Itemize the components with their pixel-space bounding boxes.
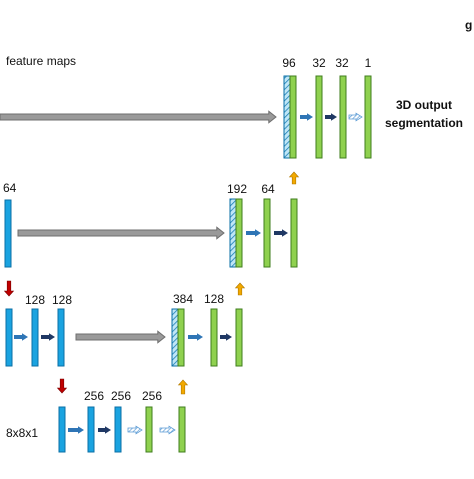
l2-bar-out <box>290 198 298 268</box>
l4-conv-arrow-4 <box>159 425 176 435</box>
l3-label-384: 384 <box>172 292 194 306</box>
l3-label-128c: 128 <box>203 292 225 306</box>
l4-conv-arrow-2 <box>98 426 111 434</box>
l2-encoder-bar <box>4 199 12 268</box>
l2-bar-64 <box>263 198 271 268</box>
l2-downsample-arrow <box>3 280 15 297</box>
l2-conv-arrow-1 <box>246 229 261 237</box>
l2-bar-192 <box>235 198 243 268</box>
l1-final-conv-arrow <box>348 112 363 122</box>
l2-conv-arrow-2 <box>274 229 288 237</box>
output-label-line2: segmentation <box>385 116 464 130</box>
l2-upsample-arrow <box>288 171 300 185</box>
l4-upsample-arrow <box>177 379 189 395</box>
l1-conv-arrow-1 <box>300 113 313 121</box>
l4-conv-arrow-1 <box>68 426 84 434</box>
output-label-line1: 3D output <box>396 98 452 112</box>
l1-bar-1 <box>364 75 372 159</box>
l4-label-256a: 256 <box>83 389 105 403</box>
l4-label-256c: 256 <box>141 389 163 403</box>
l2-concat-bar <box>229 198 237 268</box>
l1-conv-arrow-2 <box>325 113 337 121</box>
l1-label-1: 1 <box>364 56 372 70</box>
l1-bar-32a <box>315 75 323 159</box>
l4-conv-arrow-3 <box>127 425 143 435</box>
l4-label-256b: 256 <box>110 389 132 403</box>
l4-bar-out <box>178 406 186 453</box>
l2-label-64: 64 <box>3 181 17 195</box>
l3-conv-arrow-2 <box>41 333 55 341</box>
l3-concat-bar <box>171 308 179 367</box>
l3-bar-128c <box>210 308 218 367</box>
l1-bar-32b <box>339 75 347 159</box>
l3-label-128b: 128 <box>51 293 73 307</box>
l3-downsample-arrow <box>56 378 68 394</box>
l3-conv-arrow-3 <box>188 333 203 341</box>
l3-bar-128a <box>31 308 39 367</box>
l3-bar-384 <box>177 308 185 367</box>
l4-bar-input <box>58 406 66 453</box>
l2-label-64b: 64 <box>261 182 275 196</box>
l2-label-192: 192 <box>226 182 248 196</box>
l3-skip-connection-arrow <box>75 330 166 344</box>
top-right-letter: g <box>465 18 473 32</box>
l3-label-128a: 128 <box>24 293 46 307</box>
l3-upsample-arrow <box>234 282 246 296</box>
l4-bar-256a <box>87 406 95 453</box>
feature-maps-label: feature maps <box>6 54 77 68</box>
l1-label-96: 96 <box>282 56 296 70</box>
l3-bar-out <box>235 308 243 367</box>
l1-bar-96 <box>289 75 297 159</box>
l3-bar-128b <box>57 308 65 367</box>
l3-conv-arrow-4 <box>220 333 232 341</box>
size-label: 8x8x1 <box>6 426 39 440</box>
l2-skip-connection-arrow <box>17 226 225 240</box>
l4-bar-256c <box>145 406 153 453</box>
l3-conv-arrow-1 <box>14 333 28 341</box>
l1-label-32b: 32 <box>335 56 349 70</box>
l1-skip-connection-arrow <box>0 110 277 124</box>
l3-bar-input <box>5 308 13 367</box>
l1-label-32a: 32 <box>312 56 326 70</box>
l1-concat-bar <box>283 75 291 159</box>
l4-bar-256b <box>114 406 122 453</box>
